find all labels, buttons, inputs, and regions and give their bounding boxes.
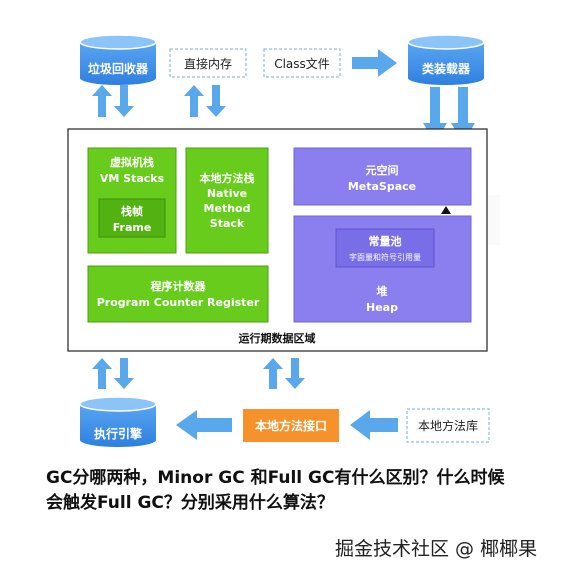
- execution-engine-label: 执行引擎: [94, 426, 142, 441]
- class-file-box: Class文件: [263, 48, 341, 78]
- native-stack-label-en2: Method: [204, 202, 251, 215]
- frame-label-cn: 栈帧: [121, 204, 143, 218]
- vm-stack-label-en: VM Stacks: [100, 172, 165, 185]
- program-counter-box: 程序计数器 Program Counter Register: [87, 265, 269, 323]
- heap-label-en: Heap: [366, 301, 398, 314]
- question-text: GC分哪两种，Minor GC 和Full GC有什么区别？什么时候 会触发Fu…: [46, 466, 546, 516]
- direct-memory-box: 直接内存: [169, 48, 247, 78]
- vm-stack-label-cn: 虚拟机栈: [110, 155, 154, 169]
- native-interface-label: 本地方法接口: [255, 418, 327, 433]
- frame-label-en: Frame: [113, 221, 152, 234]
- class-loader-cylinder: 类装载器: [407, 34, 485, 85]
- execution-engine-cylinder: 执行引擎: [79, 396, 157, 447]
- arrow-gc-runtime: [92, 85, 134, 117]
- arrow-direct-memory-runtime: [184, 85, 226, 117]
- source-watermark: 掘金技术社区 @ 椰椰果: [335, 538, 538, 560]
- native-stack-label-en1: Native: [207, 187, 247, 200]
- class-file-label: Class文件: [274, 56, 330, 71]
- frame-box: 栈帧 Frame: [98, 198, 166, 238]
- arrow-heap-to-metaspace: [441, 206, 451, 214]
- question-line-1: GC分哪两种，Minor GC 和Full GC有什么区别？什么时候: [46, 468, 505, 488]
- arrow-runtime-engine: [92, 358, 134, 389]
- arrow-class-to-loader: [352, 49, 397, 77]
- native-library-label: 本地方法库: [418, 418, 478, 433]
- class-loader-label: 类装载器: [422, 61, 471, 76]
- constant-pool-box: 常量池 字面量和符号引用量: [335, 228, 435, 268]
- native-stack-label-en3: Stack: [210, 217, 245, 230]
- native-library-box: 本地方法库: [406, 408, 490, 443]
- heap-label-cn: 堆: [377, 284, 388, 298]
- gc-label: 垃圾回收器: [88, 61, 149, 76]
- constant-pool-sublabel: 字面量和符号引用量: [349, 252, 421, 262]
- arrow-interface-to-engine: [176, 410, 232, 440]
- pc-label-cn: 程序计数器: [151, 279, 207, 293]
- metaspace-label-en: MetaSpace: [348, 180, 416, 193]
- gc-cylinder: 垃圾回收器: [79, 34, 157, 85]
- metaspace-label-cn: 元空间: [366, 163, 399, 177]
- arrow-library-to-interface: [350, 410, 398, 440]
- native-stack-label-cn: 本地方法栈: [200, 171, 255, 185]
- metaspace-box: 元空间 MetaSpace: [293, 147, 472, 206]
- arrow-runtime-native-interface: [263, 358, 305, 389]
- direct-memory-label: 直接内存: [184, 56, 232, 71]
- question-line-2: 会触发Full GC？分别采用什么算法？: [46, 493, 334, 513]
- native-stack-box: 本地方法栈 Native Method Stack: [185, 147, 269, 254]
- constant-pool-label: 常量池: [369, 234, 402, 248]
- native-interface-box: 本地方法接口: [243, 409, 339, 442]
- runtime-area-label: 运行期数据区域: [239, 331, 316, 345]
- pc-label-en: Program Counter Register: [97, 296, 260, 309]
